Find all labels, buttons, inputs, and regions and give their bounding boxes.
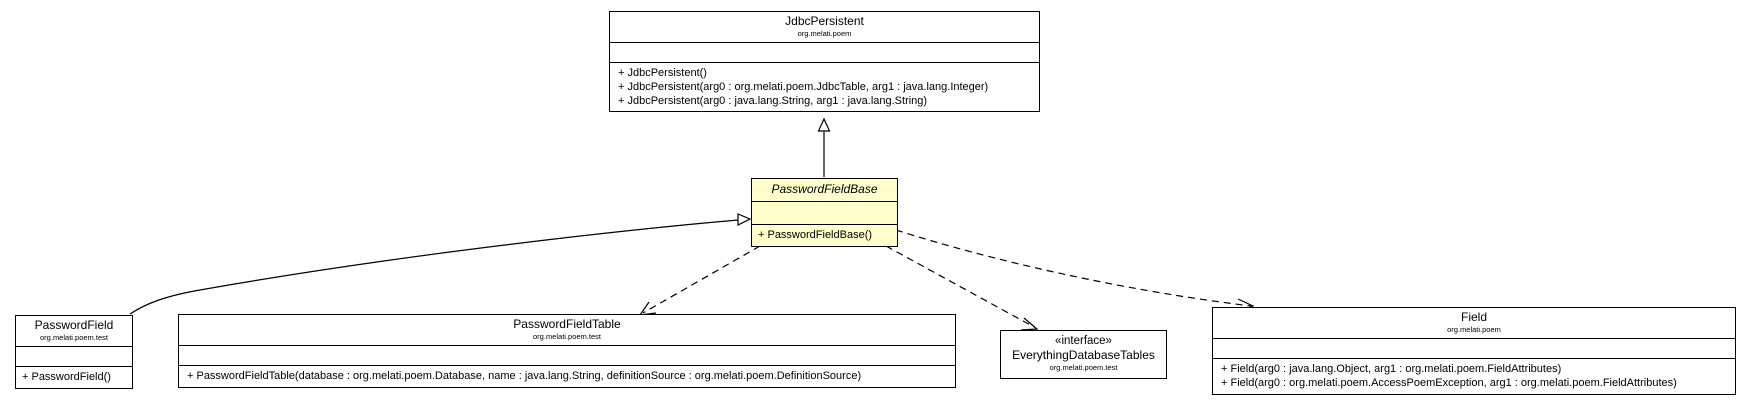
operation: + PasswordFieldBase() — [758, 229, 873, 241]
operations-compartment: + PasswordFieldTable(database : org.mela… — [179, 365, 955, 387]
class-header: PasswordFieldTable org.melati.poem.test — [179, 315, 955, 345]
operation: + JdbcPersistent(arg0 : org.melati.poem.… — [618, 81, 989, 93]
class-header: PasswordFieldBase — [752, 179, 897, 201]
operation: + Field(arg0 : java.lang.Object, arg1 : … — [1221, 363, 1562, 375]
class-name: JdbcPersistent — [785, 14, 864, 28]
attributes-compartment — [752, 201, 897, 224]
attributes-compartment — [179, 345, 955, 365]
class-header: «interface» EverythingDatabaseTables org… — [1001, 331, 1166, 378]
class-package: org.melati.poem.test — [40, 333, 108, 342]
operations-compartment: + PasswordField() — [16, 366, 132, 388]
operation: + JdbcPersistent(arg0 : java.lang.String… — [618, 95, 928, 107]
class-package: org.melati.poem.test — [533, 332, 601, 341]
operations-compartment: + PasswordFieldBase() — [752, 224, 897, 246]
stereotype-label: «interface» — [1055, 335, 1112, 347]
class-name: Field — [1460, 310, 1487, 324]
attributes-compartment — [16, 346, 132, 366]
interface-everything-database-tables[interactable]: «interface» EverythingDatabaseTables org… — [1000, 330, 1167, 379]
dependency-edge-to-password-field-table — [642, 245, 761, 314]
class-name: PasswordField — [34, 318, 114, 332]
class-name: PasswordFieldTable — [513, 317, 621, 331]
attributes-compartment — [610, 42, 1039, 62]
dependency-edge-to-everything-database-tables — [885, 245, 1035, 328]
class-package: org.melati.poem.test — [1049, 363, 1118, 372]
class-package: org.melati.poem — [797, 29, 852, 38]
generalization-arrowhead — [817, 117, 831, 132]
operation: + PasswordFieldTable(database : org.mela… — [187, 370, 862, 382]
class-name: PasswordFieldBase — [771, 182, 878, 196]
dependency-edge-to-field — [895, 229, 1252, 307]
attributes-compartment — [1213, 338, 1735, 358]
generalization-edge-field-to-base — [129, 219, 739, 315]
operations-compartment: + JdbcPersistent() + JdbcPersistent(arg0… — [610, 62, 1039, 111]
generalization-arrowhead — [737, 213, 752, 226]
operation: + Field(arg0 : org.melati.poem.AccessPoe… — [1221, 377, 1677, 389]
class-name: EverythingDatabaseTables — [1012, 348, 1155, 362]
class-header: PasswordField org.melati.poem.test — [16, 316, 132, 346]
class-password-field[interactable]: PasswordField org.melati.poem.test + Pas… — [15, 315, 133, 389]
operation: + PasswordField() — [22, 371, 111, 383]
operations-compartment: + Field(arg0 : java.lang.Object, arg1 : … — [1213, 358, 1735, 394]
dependency-arrowhead — [1020, 317, 1039, 331]
class-password-field-table[interactable]: PasswordFieldTable org.melati.poem.test … — [178, 314, 956, 388]
class-jdbc-persistent[interactable]: JdbcPersistent org.melati.poem + JdbcPer… — [609, 11, 1040, 112]
class-package: org.melati.poem — [1447, 325, 1501, 334]
operation: + JdbcPersistent() — [618, 67, 707, 79]
class-header: JdbcPersistent org.melati.poem — [610, 12, 1039, 42]
class-password-field-base[interactable]: PasswordFieldBase + PasswordFieldBase() — [751, 178, 898, 247]
class-field[interactable]: Field org.melati.poem + Field(arg0 : jav… — [1212, 307, 1736, 395]
class-header: Field org.melati.poem — [1213, 308, 1735, 338]
